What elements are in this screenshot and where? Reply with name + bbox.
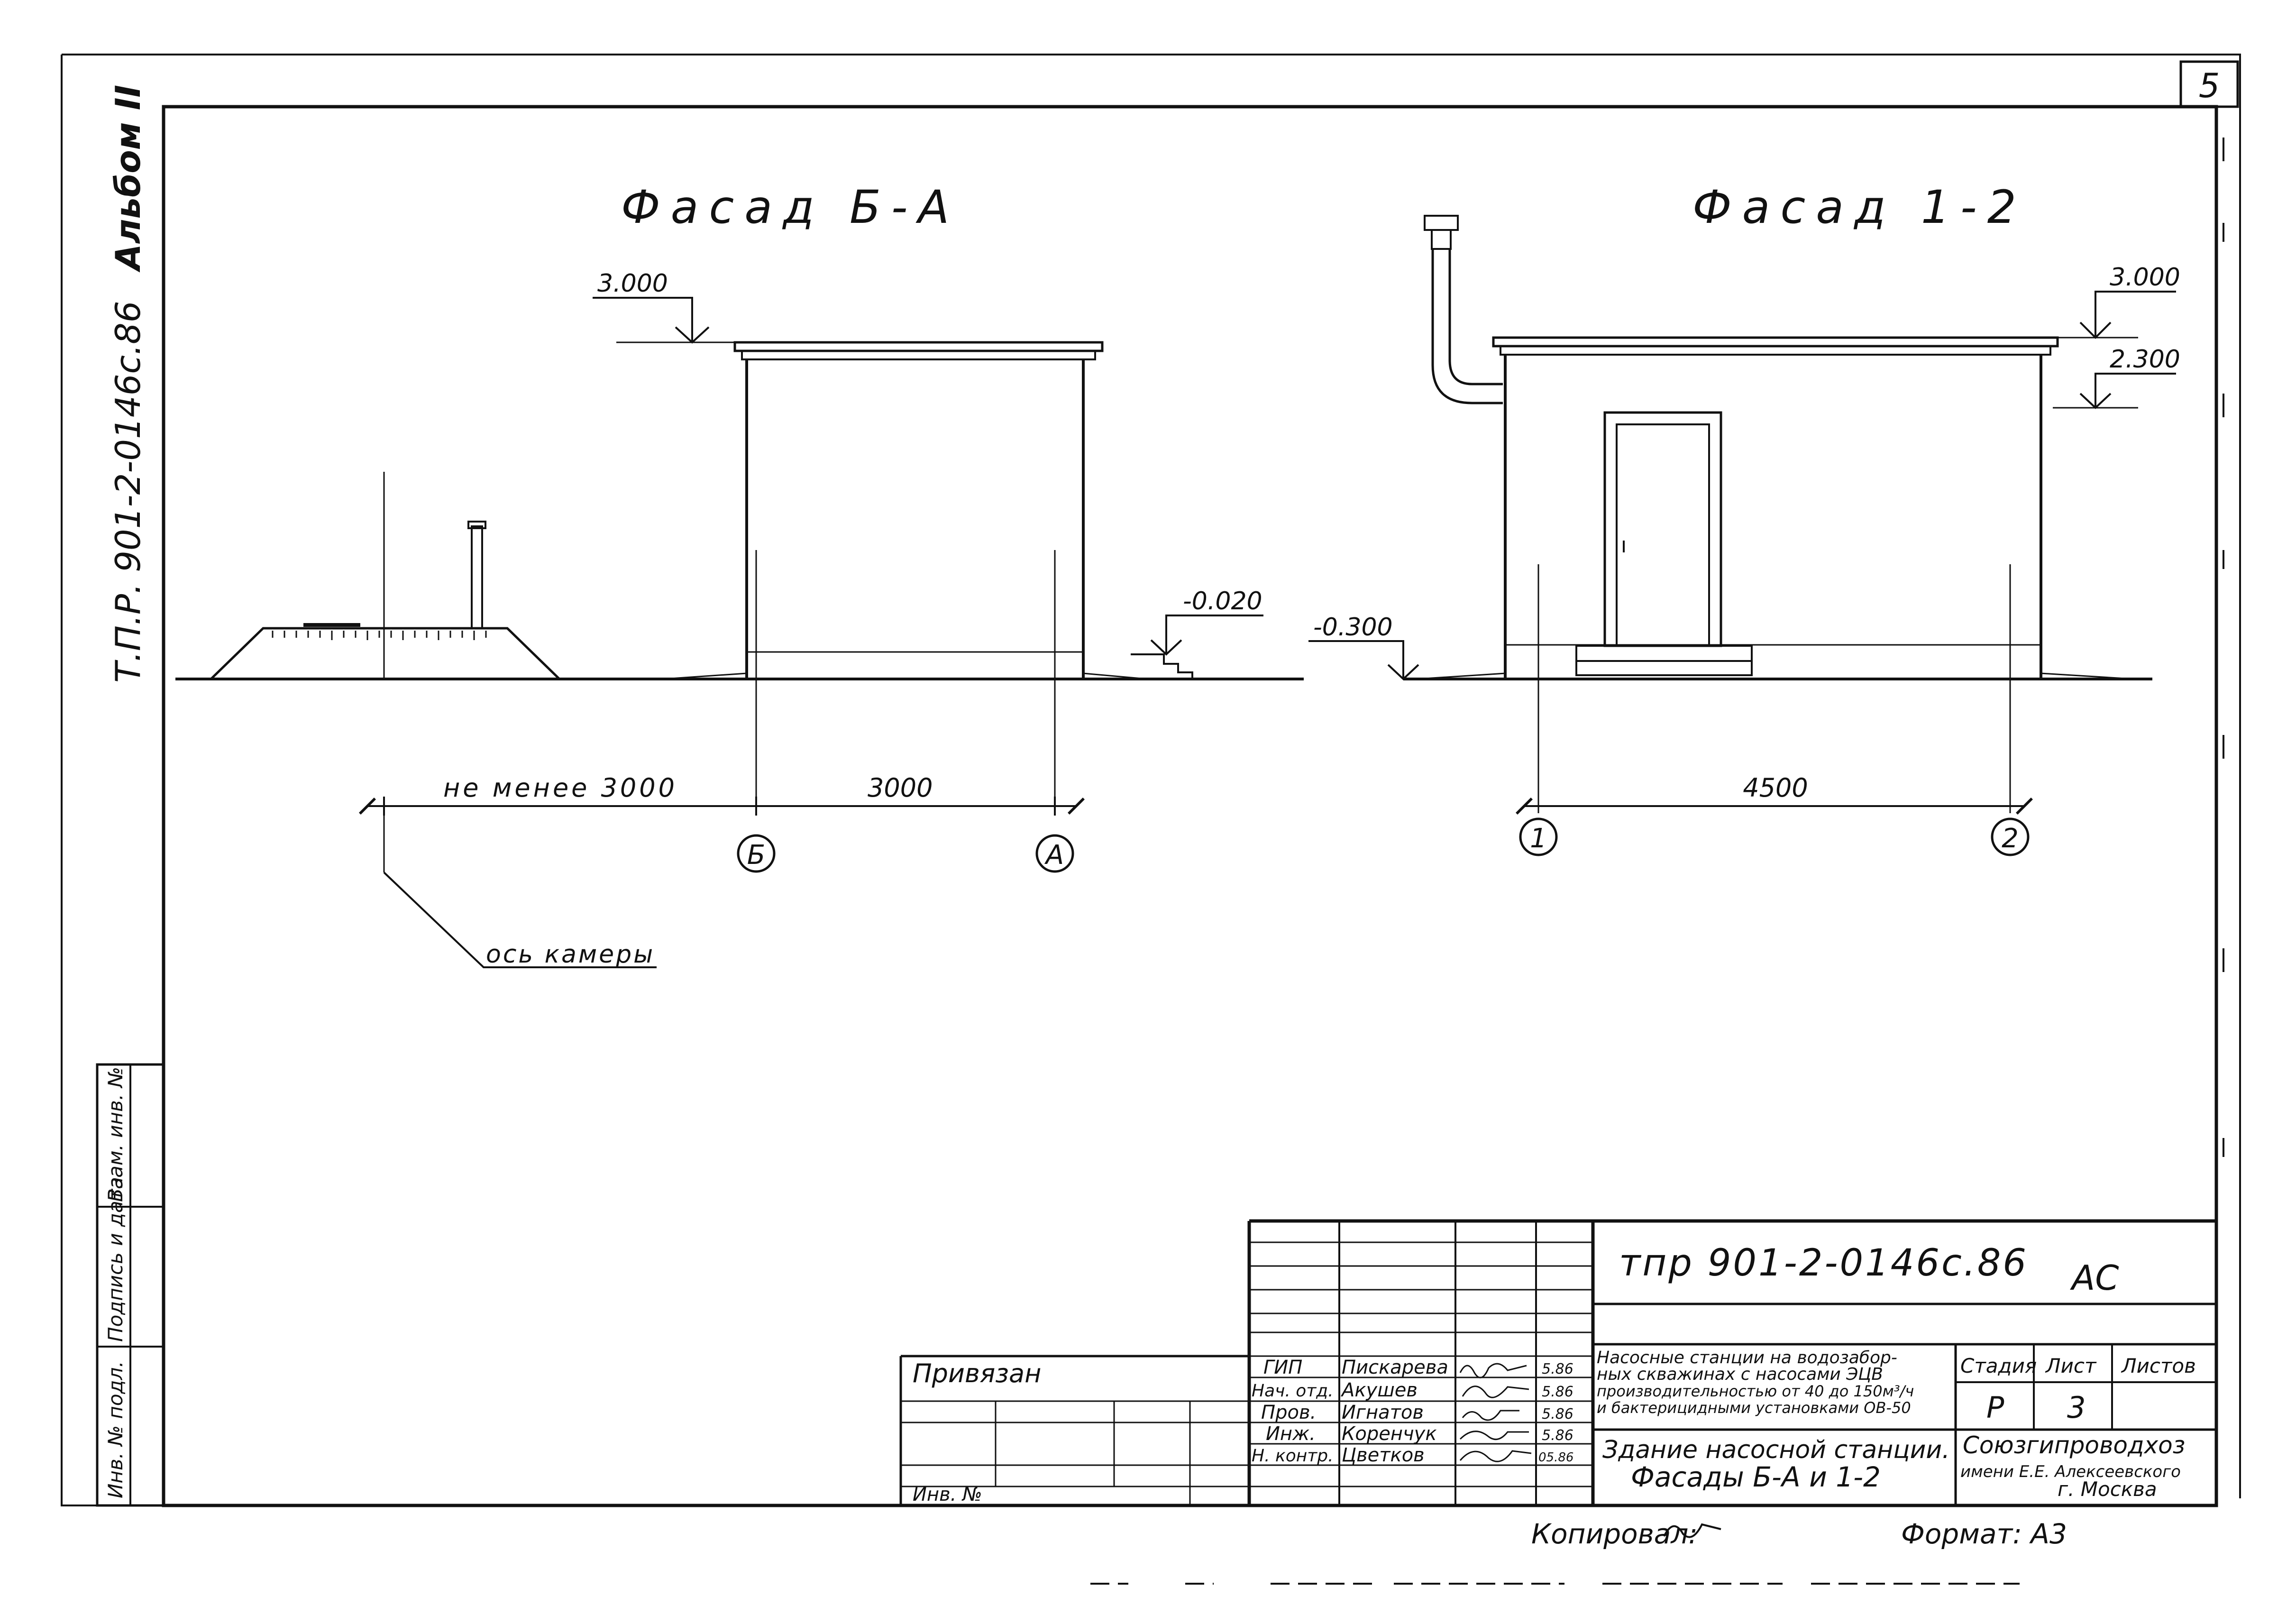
bound-label: Привязан: [913, 1358, 1041, 1388]
staff-row: Инж. Коренчук 5.86: [1266, 1423, 1573, 1445]
title-block: Привязан Инв. № ГИП Пискарева 5.86 Нач. …: [899, 1219, 2216, 1550]
format-label: Формат: А3: [1901, 1518, 2067, 1550]
dim-width-ba: 3000: [868, 773, 933, 803]
stamp-replaced-label: Взам. инв. №: [104, 1067, 127, 1202]
chamber-mound: [210, 472, 560, 680]
sheet-frame: 5: [61, 54, 2241, 1507]
level-roof-value-12: 3.000: [2110, 263, 2180, 292]
section-code: АС: [2070, 1258, 2119, 1298]
chamber-axis-label: ось камеры: [486, 940, 655, 969]
dimension-12: 4500 1 2: [1516, 773, 2033, 856]
staff-role: Пров.: [1261, 1402, 1316, 1423]
staff-name: Игнатов: [1342, 1402, 1424, 1423]
staff-date: 5.86: [1542, 1427, 1573, 1444]
staff-row: Нач. отд. Акушев 5.86: [1252, 1379, 1573, 1401]
facade-12: Фасад 1-2 3.000: [1308, 181, 2180, 856]
album-number: Альбом II: [108, 85, 148, 273]
staff-role: Инж.: [1266, 1423, 1316, 1445]
level-mark-roof-12: 3.000: [2053, 263, 2180, 339]
staff-role: Нач. отд.: [1252, 1381, 1334, 1401]
project-line: ных скважинах с насосами ЭЦВ: [1597, 1365, 1883, 1384]
album-code: Т.П.Р. 901-2-0146с.86: [108, 301, 148, 683]
dimension-ba: не менее 3000 3000 Б А: [359, 773, 1085, 873]
scan-marks: [1090, 138, 2224, 1585]
level-mark-ground: -0.020: [1150, 587, 1263, 656]
document-code: тпр 901-2-0146с.86: [1619, 1242, 2028, 1285]
axis-1: 1: [1530, 823, 1547, 854]
sheets-header: Листов: [2121, 1354, 2196, 1377]
copied-label: Копировал:: [1531, 1518, 1698, 1550]
album-label: Т.П.Р. 901-2-0146с.86 Альбом II: [108, 85, 148, 683]
level-mark-eave: 2.300: [2053, 345, 2180, 409]
staff-name: Коренчук: [1342, 1423, 1437, 1445]
vent-pipe: [1424, 215, 1503, 404]
chamber-axis-leader: ось камеры: [383, 816, 657, 969]
sheet-header: Лист: [2045, 1354, 2097, 1377]
sheet-title-line: Здание насосной станции.: [1602, 1436, 1950, 1464]
staff-date: 5.86: [1542, 1361, 1573, 1377]
axis-b: Б: [747, 840, 765, 871]
level-mark-roof: 3.000: [593, 269, 735, 344]
dim-min-distance: не менее 3000: [443, 773, 677, 803]
dim-width-12: 4500: [1743, 773, 1808, 803]
staff-role: ГИП: [1263, 1357, 1302, 1378]
axis-a: А: [1044, 840, 1064, 871]
axis-2: 2: [2002, 823, 2019, 854]
signatures: [1459, 1363, 1532, 1462]
staff-role: Н. контр.: [1252, 1446, 1334, 1466]
org-line: Союзгипроводхоз: [1963, 1431, 2185, 1459]
sheet-value: 3: [2067, 1390, 2086, 1425]
project-line: производительностью от 40 до 150м³/ч: [1597, 1382, 1914, 1400]
sheet-title-line: Фасады Б-А и 1-2: [1631, 1461, 1881, 1493]
sheet-number: 5: [2199, 66, 2220, 105]
stage-header: Стадия: [1960, 1354, 2037, 1377]
inv-number-label: Инв. №: [913, 1484, 982, 1505]
stamp-signature-label: Подпись и дата: [104, 1177, 127, 1342]
facade-ba-title: Фасад Б-А: [621, 181, 960, 234]
left-stamp: Инв. № подл. Подпись и дата Взам. инв. №: [96, 1063, 165, 1507]
copied-signature: [1663, 1523, 1721, 1538]
building-front: [1417, 336, 2134, 813]
stamp-inv-label: Инв. № подл.: [104, 1361, 127, 1498]
staff-name: Акушев: [1340, 1379, 1418, 1401]
staff-row: Пров. Игнатов 5.86: [1261, 1402, 1573, 1423]
facade-ba: Фасад Б-А 3.000: [175, 181, 1304, 969]
stage-value: Р: [1986, 1390, 2004, 1425]
level-roof-value: 3.000: [597, 269, 668, 298]
staff-name: Пискарева: [1342, 1357, 1448, 1378]
org-line: г. Москва: [2058, 1477, 2157, 1501]
level-ground-value: -0.020: [1183, 587, 1262, 615]
staff-name: Цветков: [1342, 1444, 1425, 1466]
org-line: имени Е.Е. Алексеевского: [1960, 1462, 2181, 1481]
entrance-steps: [1131, 653, 1237, 680]
level-eave-value: 2.300: [2110, 345, 2180, 374]
project-line: и бактерицидными установками ОВ-50: [1597, 1399, 1911, 1417]
level-mark-ground-12: -0.300: [1308, 613, 1419, 680]
staff-row: ГИП Пискарева 5.86: [1263, 1357, 1573, 1378]
project-line: Насосные станции на водозабор-: [1597, 1348, 1897, 1367]
staff-date: 5.86: [1542, 1384, 1573, 1400]
staff-date: 5.86: [1542, 1406, 1573, 1422]
building-side: [663, 341, 1148, 806]
staff-date: 05.86: [1538, 1450, 1573, 1465]
level-ground-value-12: -0.300: [1313, 613, 1393, 642]
staff-row: Н. контр. Цветков 05.86: [1252, 1444, 1573, 1466]
facade-12-title: Фасад 1-2: [1692, 181, 2027, 234]
